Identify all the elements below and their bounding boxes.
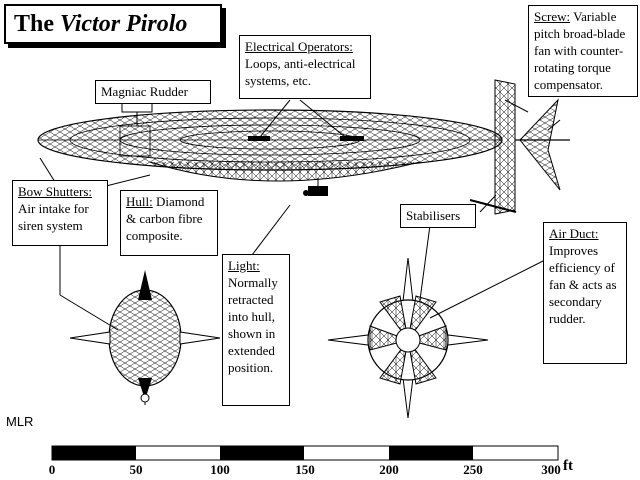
author-mark: MLR xyxy=(6,414,34,429)
callout-hull: Hull: Diamond & carbon fibre composite. xyxy=(120,190,218,256)
airduct-body: Improves efficiency of fan & acts as sec… xyxy=(549,243,617,326)
callout-stabilisers: Stabilisers xyxy=(400,204,476,228)
airduct-heading: Air Duct: xyxy=(549,226,599,241)
screw-heading: Screw: xyxy=(534,9,571,24)
title-name: Victor Pirolo xyxy=(60,11,188,37)
callout-air-duct: Air Duct: Improves efficiency of fan & a… xyxy=(543,222,627,364)
callout-light: Light: Normally retracted into hull, sho… xyxy=(222,254,290,406)
stabilisers-heading: Stabilisers xyxy=(406,208,461,223)
magniac-heading: Magniac Rudder xyxy=(101,84,189,99)
callout-bow-shutters: Bow Shutters: Air intake for siren syste… xyxy=(12,180,108,246)
scale-tick: 100 xyxy=(210,462,230,477)
hull-side-view xyxy=(37,109,503,182)
scale-tick: 300 xyxy=(541,462,561,477)
air-duct-side xyxy=(469,79,529,215)
scale-tick: 250 xyxy=(463,462,483,477)
scale-tick: 0 xyxy=(48,462,56,477)
title-prefix: The xyxy=(14,11,61,37)
callout-magniac-rudder: Magniac Rudder xyxy=(95,80,211,104)
hull-heading: Hull: xyxy=(126,194,153,209)
light-pod xyxy=(303,178,328,196)
bow-body: Air intake for siren system xyxy=(18,201,89,233)
callout-electrical: Electrical Operators: Loops, anti-electr… xyxy=(239,35,371,99)
scale-tick: 200 xyxy=(379,462,399,477)
screw-fan xyxy=(515,98,570,191)
scale-bar xyxy=(51,445,559,461)
screw-body: Variable pitch broad-blade fan with coun… xyxy=(534,9,626,92)
bow-heading: Bow Shutters: xyxy=(18,184,93,199)
leader-lines xyxy=(39,99,561,331)
scale-unit: ft xyxy=(563,458,573,474)
electrical-body: Loops, anti-electrical systems, etc. xyxy=(245,56,356,88)
callout-screw: Screw: Variable pitch broad-blade fan wi… xyxy=(528,5,638,97)
hull-body: Diamond & carbon fibre composite. xyxy=(126,194,205,243)
rear-view xyxy=(327,257,489,419)
front-view xyxy=(69,270,221,405)
electrical-heading: Electrical Operators: xyxy=(245,39,353,54)
scale-tick: 150 xyxy=(295,462,315,477)
light-body: Normally retracted into hull, shown in e… xyxy=(228,275,278,375)
scale-tick: 50 xyxy=(129,462,143,477)
light-heading: Light: xyxy=(228,258,260,273)
diagram-title: The Victor Pirolo xyxy=(4,4,222,44)
